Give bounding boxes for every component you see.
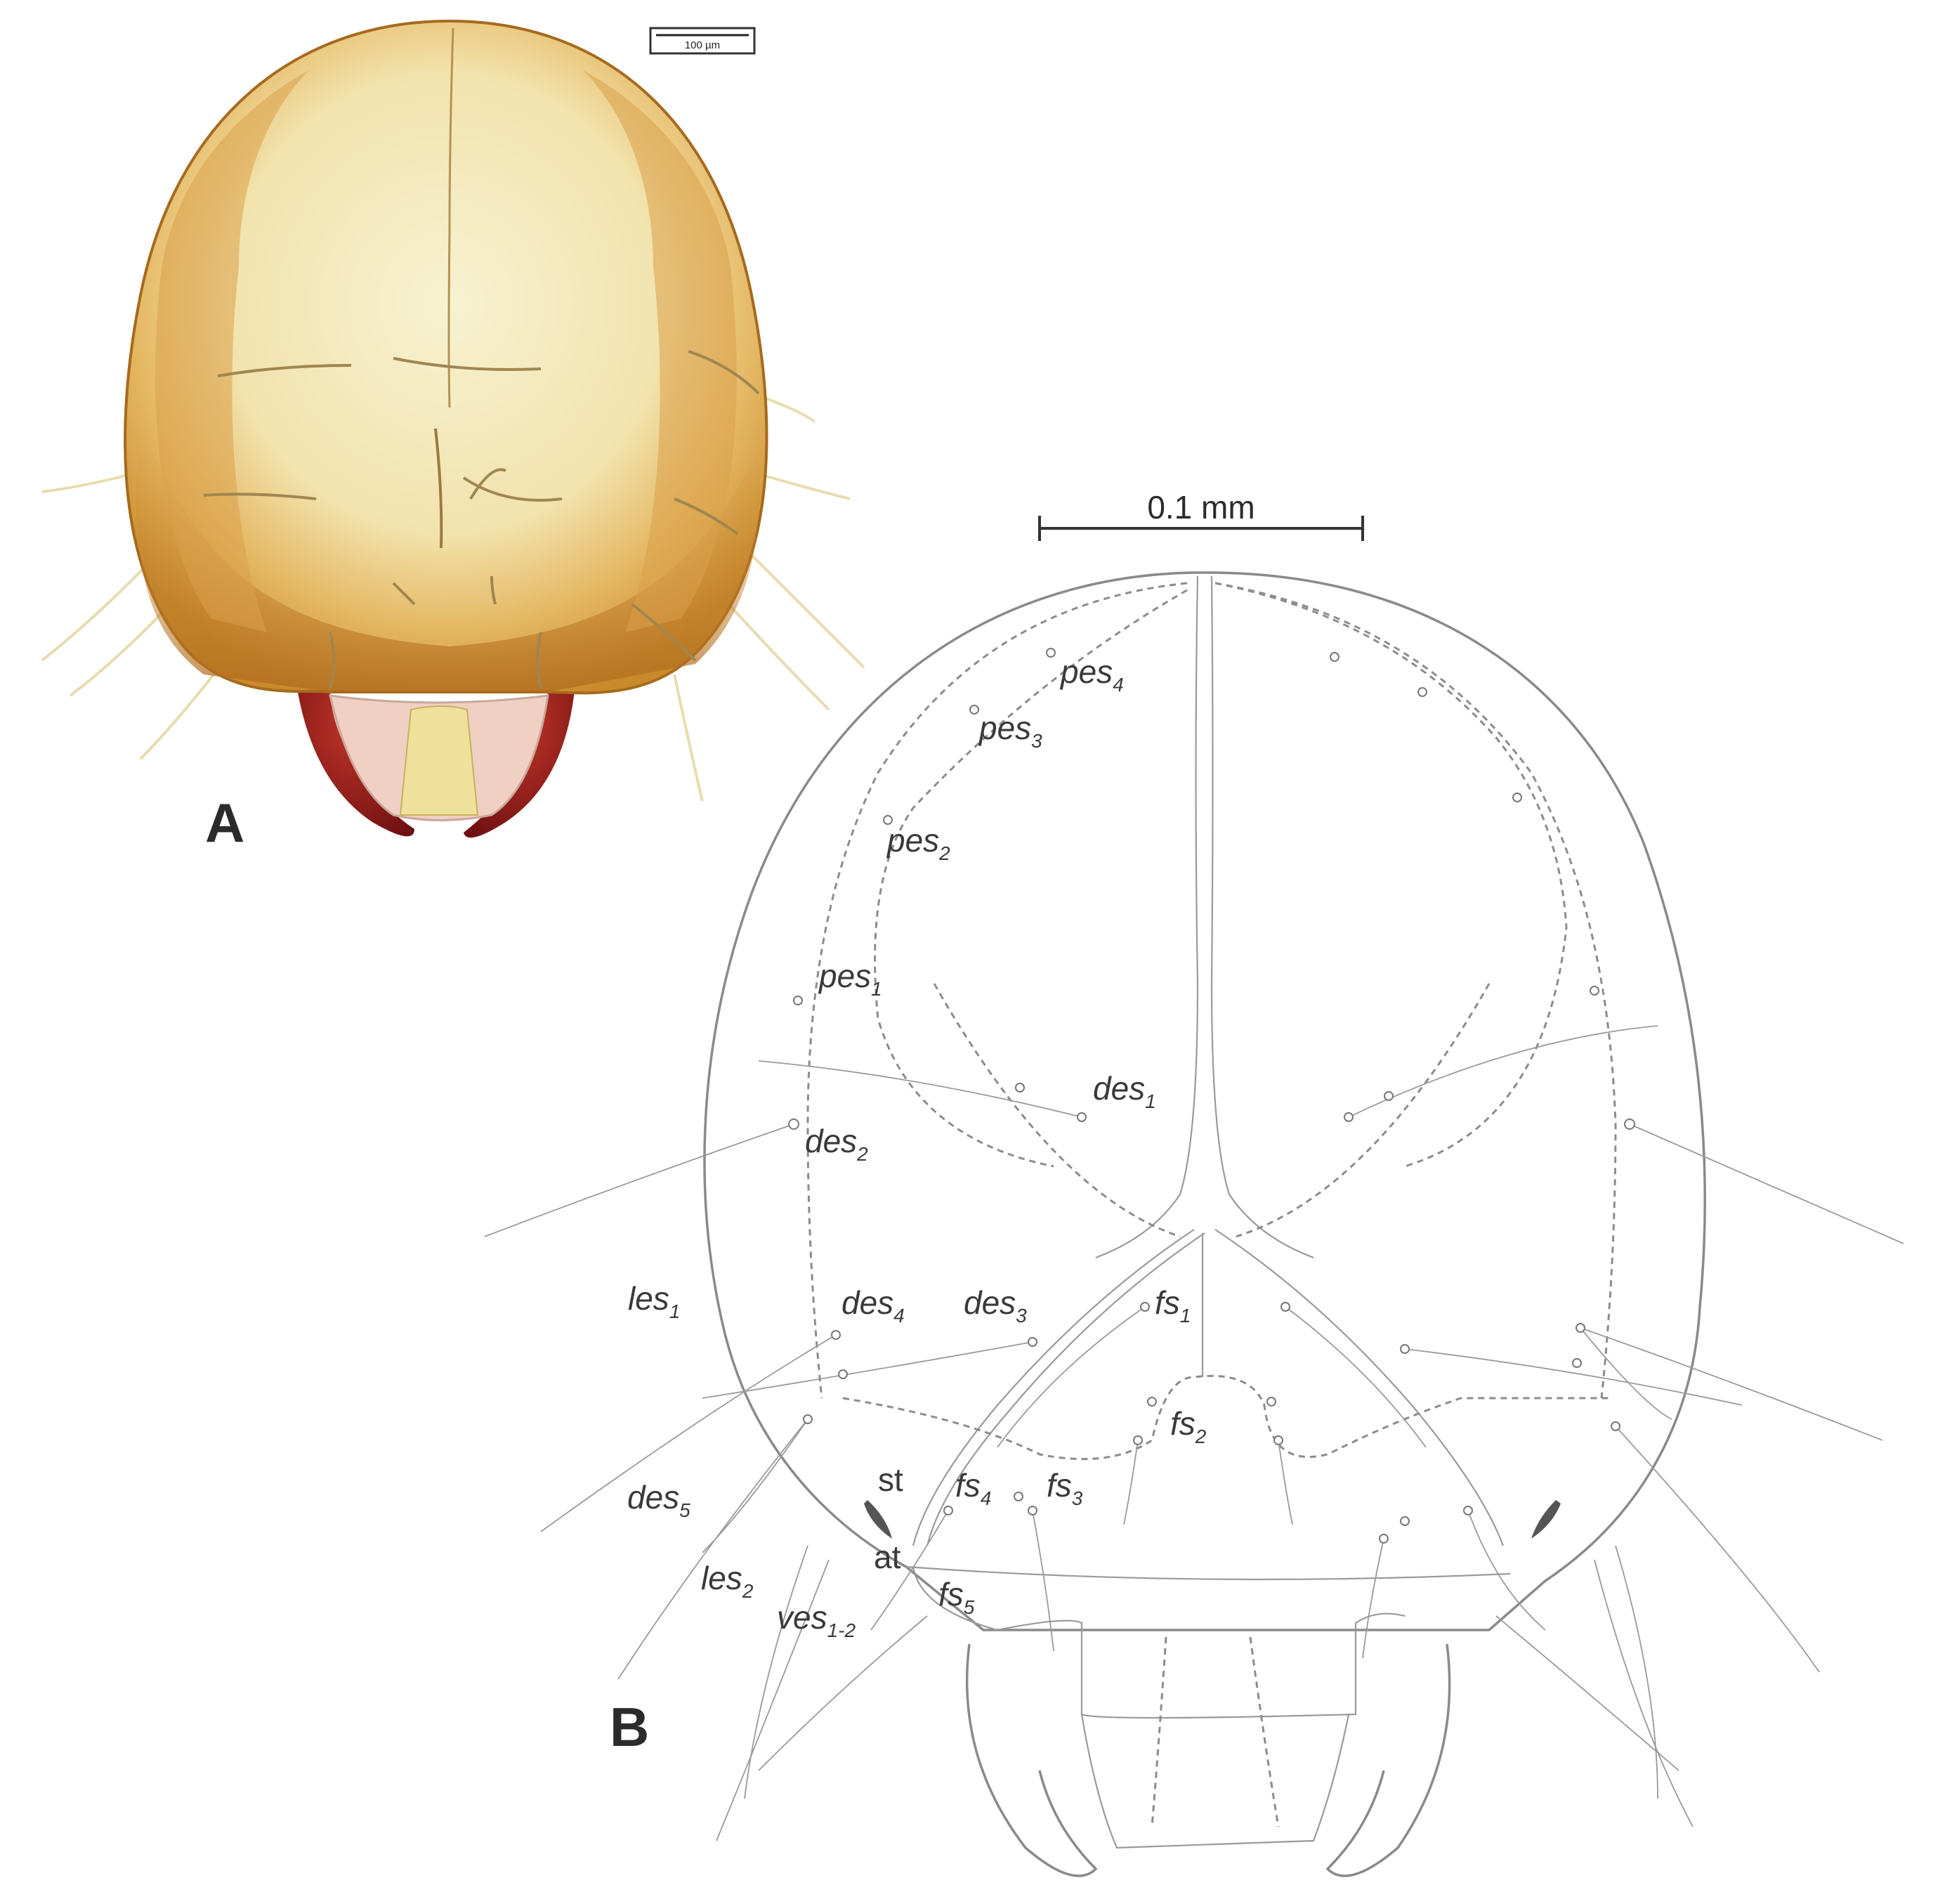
stemma-right — [1531, 1500, 1561, 1539]
drawing-labrum — [997, 1612, 1406, 1719]
panel-a-scale-bar: 100 µm — [649, 27, 756, 55]
photo-capsule-setae — [203, 350, 760, 689]
label-ves12: ves1-2 — [777, 1599, 856, 1641]
dashed-line-labium-left — [1151, 1636, 1167, 1827]
label-pes2: pes2 — [886, 822, 950, 864]
label-les1: les1 — [628, 1280, 680, 1322]
drawing-frontal-suture-left-inner — [926, 1232, 1205, 1546]
label-fs2: fs2 — [1170, 1405, 1207, 1447]
drawing-left-mandible — [965, 1643, 1098, 1877]
photo-lower-shading — [136, 422, 760, 692]
drawing-frontal-suture-left — [912, 1229, 1195, 1546]
label-des3: des3 — [964, 1284, 1027, 1326]
photo-frontal-line — [434, 428, 443, 549]
panel-b-scale-label: 0.1 mm — [1147, 489, 1255, 526]
drawing-suture-right — [1210, 575, 1314, 1259]
label-fs5: fs5 — [938, 1576, 975, 1618]
panel-a-letter: A — [205, 792, 244, 854]
label-des2: des2 — [805, 1123, 868, 1165]
drawing-clypeus-line — [905, 1565, 1511, 1581]
stemma-left — [864, 1500, 892, 1539]
label-les2: les2 — [701, 1560, 754, 1602]
photo-suture — [447, 27, 454, 408]
drawing-setae — [484, 1025, 1904, 1841]
chaetotaxy-labels: pes4 pes3 pes2 pes1 des1 des2 les1 des4 … — [627, 653, 1207, 1641]
label-des1: des1 — [1093, 1070, 1156, 1112]
dashed-line-right-outer — [1214, 582, 1617, 1399]
drawing-head-outline — [703, 571, 1706, 1631]
drawing-right-mandible — [1325, 1643, 1451, 1877]
photo-labium — [399, 705, 479, 816]
drawing-frontal-suture-right — [1214, 1229, 1505, 1546]
panel-a-scale-label: 100 µm — [685, 39, 720, 51]
photo-left-band — [155, 70, 309, 632]
label-pes1: pes1 — [818, 958, 882, 1000]
photo-right-band — [583, 70, 737, 632]
panel-b-scale-bar: 0.1 mm — [1038, 489, 1364, 541]
label-at: at — [874, 1539, 901, 1575]
left-mandible — [295, 674, 414, 837]
dashed-line-frontal — [842, 1374, 1609, 1461]
label-des5: des5 — [627, 1479, 690, 1521]
drawing-suture-left — [1095, 575, 1199, 1259]
dashed-line-left-diag — [933, 983, 1181, 1238]
drawing-labium — [1080, 1714, 1350, 1849]
label-des4: des4 — [841, 1284, 905, 1326]
panel-a-photo: A 100 µm — [41, 19, 865, 854]
label-pes3: pes3 — [978, 710, 1042, 752]
label-st: st — [878, 1461, 903, 1498]
drawing-clypeus-edge-left — [912, 1566, 998, 1631]
dashed-line-labium-right — [1249, 1636, 1280, 1827]
dashed-line-left-inner — [874, 589, 1188, 1168]
label-fs1: fs1 — [1155, 1284, 1191, 1326]
label-fs4: fs4 — [955, 1467, 991, 1509]
label-pes4: pes4 — [1059, 653, 1124, 696]
label-fs3: fs3 — [1047, 1467, 1083, 1509]
right-mandible — [464, 674, 576, 838]
panel-b-drawing: 0.1 mm — [484, 489, 1904, 1877]
drawing-pores — [788, 648, 1635, 1544]
dashed-line-right-inner — [1214, 582, 1568, 1168]
panel-b-letter: B — [610, 1696, 649, 1758]
